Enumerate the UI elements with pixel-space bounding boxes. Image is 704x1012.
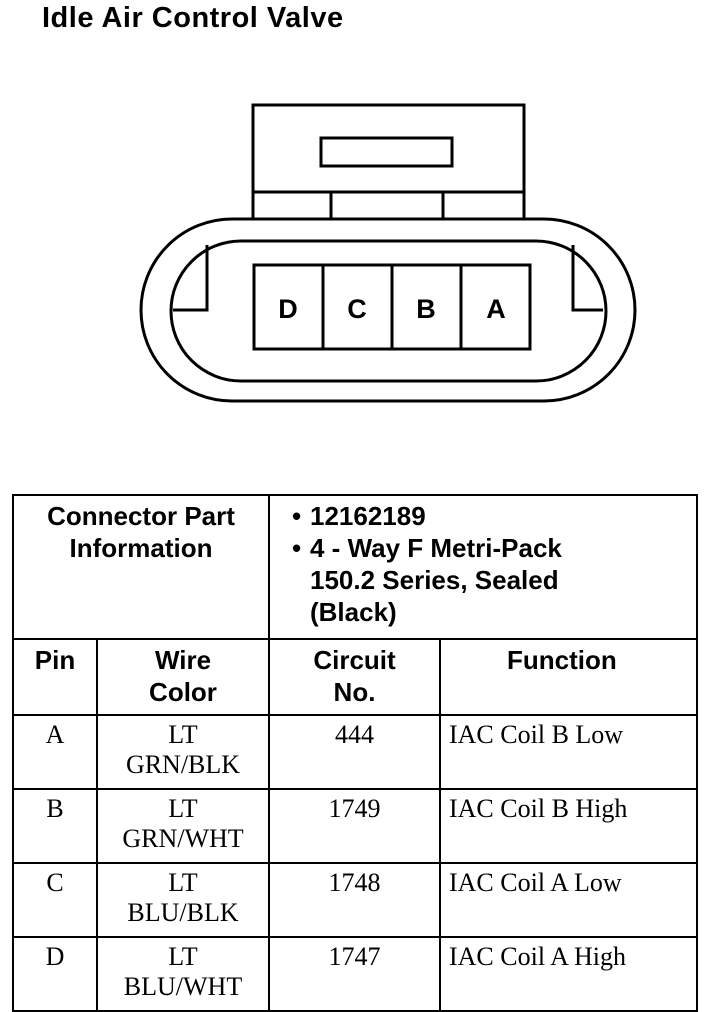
circuit-cell: 1749 bbox=[268, 788, 441, 864]
circuit-cell: 1748 bbox=[268, 862, 441, 938]
connector-body-inner bbox=[169, 239, 608, 383]
pin-cell: B bbox=[12, 788, 98, 864]
function-cell: IAC Coil A High bbox=[438, 936, 699, 1012]
header-pin: Pin bbox=[12, 638, 98, 716]
part-number: 12162189 bbox=[310, 501, 426, 531]
header-wire-color: Wire Color bbox=[96, 638, 270, 716]
header-circuit: Circuit No. bbox=[268, 638, 441, 716]
pin-label-b: B bbox=[416, 294, 436, 324]
part-description: 4 - Way F Metri-Pack bbox=[310, 533, 562, 563]
function-cell: IAC Coil A Low bbox=[438, 862, 699, 938]
connector-lock-tab bbox=[251, 103, 526, 221]
circuit-cell: 1747 bbox=[268, 936, 441, 1012]
connector-diagram: D C B A bbox=[139, 103, 637, 403]
part-info-label: Connector Part Information bbox=[12, 494, 270, 640]
pin-cell: D bbox=[12, 936, 98, 1012]
header-function: Function bbox=[438, 638, 699, 716]
function-cell: IAC Coil B High bbox=[438, 788, 699, 864]
table-header-row: Pin Wire Color Circuit No. Function bbox=[12, 638, 699, 716]
pin-cell: C bbox=[12, 862, 98, 938]
part-info-row: Connector Part Information •12162189 •4 … bbox=[12, 494, 699, 640]
part-info-details: •12162189 •4 - Way F Metri-Pack 150.2 Se… bbox=[267, 494, 699, 640]
pin-label-c: C bbox=[347, 294, 367, 324]
function-cell: IAC Coil B Low bbox=[438, 714, 699, 790]
connector-info-table: Connector Part Information •12162189 •4 … bbox=[12, 494, 699, 1012]
circuit-cell: 444 bbox=[268, 714, 441, 790]
page-title: Idle Air Control Valve bbox=[42, 2, 344, 34]
pin-label-d: D bbox=[278, 294, 298, 324]
connector-latch-slot bbox=[319, 136, 454, 168]
pin-cell: A bbox=[12, 714, 98, 790]
pin-cavity-a bbox=[459, 263, 532, 351]
pin-label-a: A bbox=[486, 294, 506, 324]
